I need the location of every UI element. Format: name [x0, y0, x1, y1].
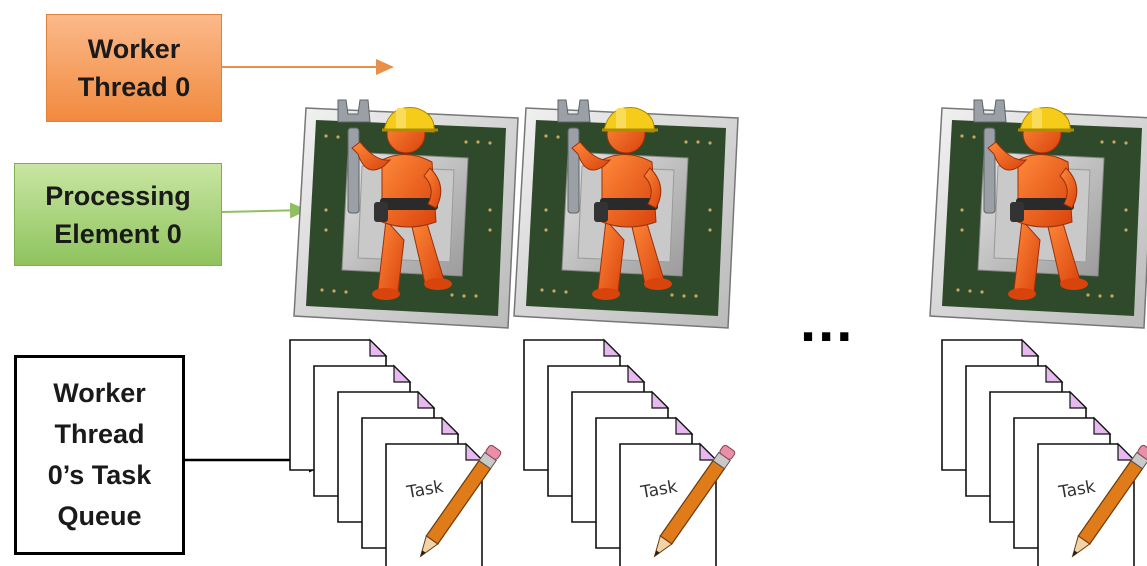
cpu-chip-icon — [294, 100, 518, 328]
cpu-chip-icon — [514, 100, 738, 328]
task-document-stack-icon — [290, 340, 502, 566]
task-document-stack-icon — [524, 340, 736, 566]
task-document-stack-icon — [942, 340, 1147, 566]
cpu-chip-icon — [930, 100, 1147, 328]
processing-element-arrow — [222, 210, 306, 212]
